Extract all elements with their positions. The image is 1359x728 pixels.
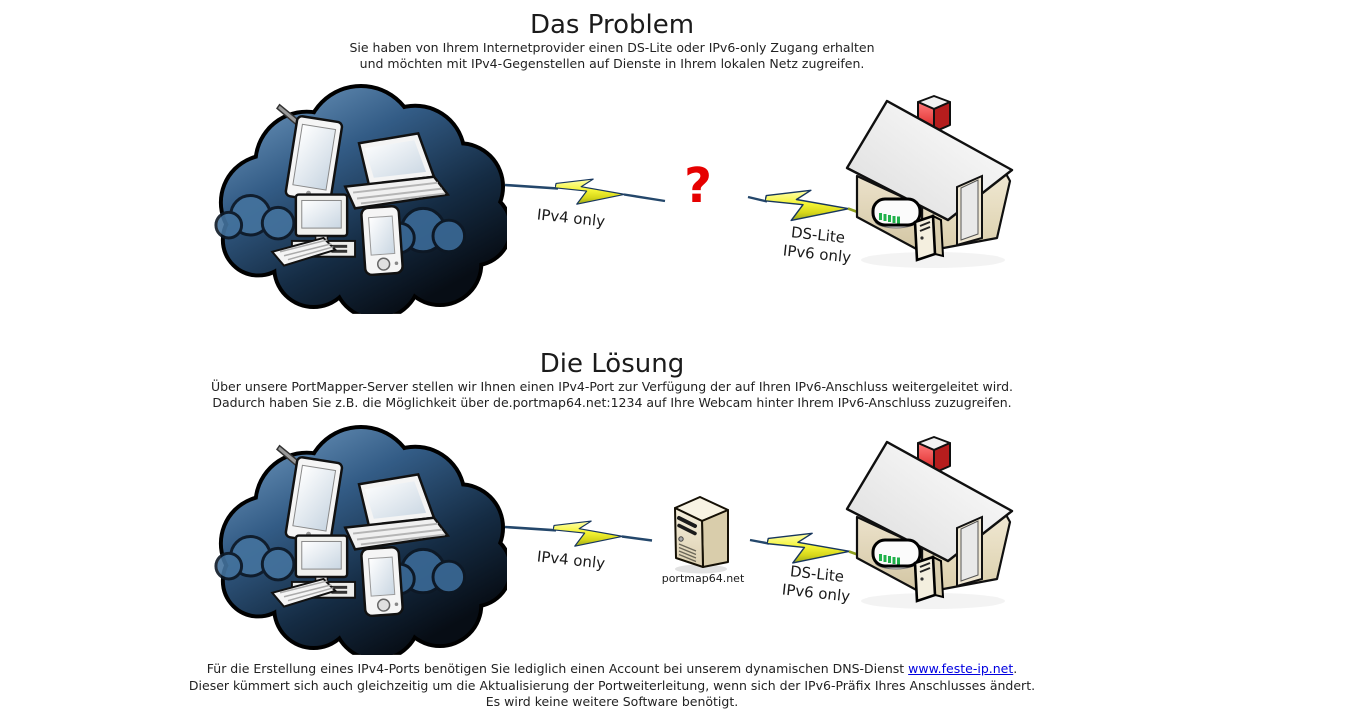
problem-description-line2: und möchten mit IPv4-Gegenstellen auf Di… — [359, 56, 865, 71]
footer-line2: Dieser kümmert sich auch gleichzeitig um… — [188, 677, 1036, 693]
lightning-bolt-icon — [555, 178, 626, 205]
lightning-bolt-icon — [553, 520, 624, 547]
footer-text: Für die Erstellung eines IPv4-Ports benö… — [0, 661, 1224, 711]
cloud-devices-icon — [211, 423, 507, 655]
solution-heading: Die Lösung — [539, 349, 685, 379]
portmapper-server-icon — [668, 496, 738, 576]
footer-line1: Für die Erstellung eines IPv4-Ports benö… — [0, 661, 1224, 678]
cloud-devices-icon — [211, 82, 507, 314]
solution-description-line1: Über unsere PortMapper-Server stellen wi… — [210, 379, 1014, 394]
problem-description-line1: Sie haben von Ihrem Internetprovider ein… — [349, 40, 875, 55]
footer-line1-before: Für die Erstellung eines IPv4-Ports benö… — [206, 661, 909, 676]
footer-line3: Es wird keine weitere Software benötigt. — [485, 694, 739, 709]
solution-description-line2: Dadurch haben Sie z.B. die Möglichkeit ü… — [212, 395, 1012, 410]
problem-heading: Das Problem — [529, 10, 695, 40]
lightning-bolt-icon — [765, 189, 850, 222]
lightning-bolt-icon — [767, 532, 851, 564]
server-label: portmap64.net — [661, 572, 745, 585]
question-mark: ? — [684, 158, 712, 214]
feste-ip-link[interactable]: www.feste-ip.net — [908, 661, 1014, 676]
footer-line1-after: . — [1013, 661, 1018, 676]
